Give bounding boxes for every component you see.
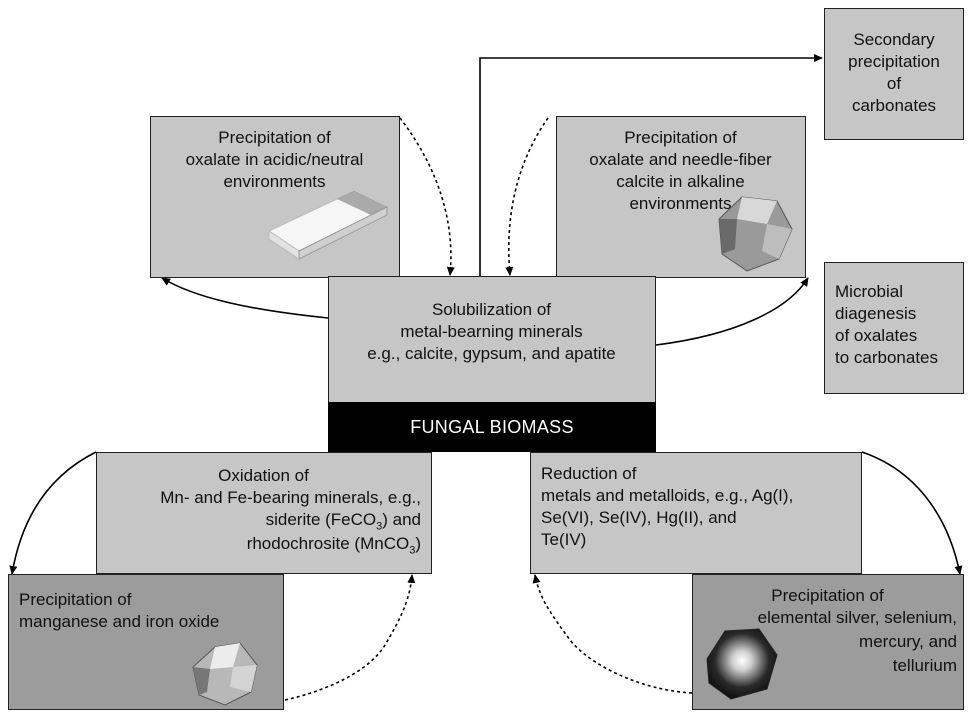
- elemental-line1: Precipitation of: [771, 586, 884, 605]
- arrow-to-elemental: [861, 451, 963, 575]
- arrow-to-oxalate-acidic: [161, 277, 329, 319]
- mn-fe-oxide-text: Precipitation of manganese and iron oxid…: [19, 590, 220, 631]
- oxidation-line2: Mn- and Fe-bearing minerals, e.g.,: [160, 488, 421, 507]
- secondary-carbonates-box: Secondary precipitation of carbonates: [824, 8, 964, 140]
- mn-fe-oxide-box: Precipitation of manganese and iron oxid…: [8, 574, 284, 710]
- microbial-diagenesis-box: Microbial diagenesis of oxalates to carb…: [824, 262, 964, 394]
- reduction-text: Reduction of metals and metalloids, e.g.…: [541, 464, 794, 549]
- calcite-crystal-image: [718, 196, 793, 272]
- elemental-box: Precipitation of elemental silver, selen…: [692, 574, 964, 710]
- oxalate-alkaline-box: Precipitation of oxalate and needle-fibe…: [556, 116, 806, 278]
- arrow-to-mn-fe-oxide: [9, 451, 97, 575]
- elemental-crystal-image: [706, 628, 778, 700]
- dotted-arrow-oxalate-alkaline: [505, 117, 549, 276]
- oxidation-line4: rhodochrosite (MnCO3): [246, 534, 421, 557]
- solubilization-box: Solubilization of metal-bearning mineral…: [328, 276, 656, 404]
- oxidation-box: Oxidation of Mn- and Fe-bearing minerals…: [96, 452, 432, 574]
- dotted-arrow-elemental: [532, 574, 693, 694]
- microbial-diagenesis-text: Microbial diagenesis of oxalates to carb…: [835, 282, 939, 367]
- oxidation-line1: Oxidation of: [218, 466, 309, 485]
- oxalate-crystal-image: [267, 190, 389, 260]
- oxalate-acidic-text: Precipitation of oxalate in acidic/neutr…: [185, 128, 364, 191]
- elemental-line4: tellurium: [892, 656, 957, 675]
- oxide-crystal-image: [192, 642, 258, 706]
- oxalate-alkaline-text: Precipitation of oxalate and needle-fibe…: [589, 128, 772, 213]
- fungal-biomass-bar: FUNGAL BIOMASS: [328, 402, 656, 452]
- oxalate-acidic-box: Precipitation of oxalate in acidic/neutr…: [150, 116, 400, 278]
- solubilization-text: Solubilization of metal-bearning mineral…: [367, 300, 616, 363]
- reduction-box: Reduction of metals and metalloids, e.g.…: [530, 452, 862, 574]
- elemental-line3: mercury, and: [859, 632, 957, 651]
- oxidation-line3: siderite (FeCO3) and: [265, 510, 421, 533]
- arrow-to-microbial-diagenesis: [655, 277, 809, 346]
- dotted-arrow-mn-fe-oxide: [284, 574, 416, 701]
- elemental-line2: elemental silver, selenium,: [757, 608, 957, 627]
- secondary-carbonates-text: Secondary precipitation of carbonates: [848, 30, 940, 115]
